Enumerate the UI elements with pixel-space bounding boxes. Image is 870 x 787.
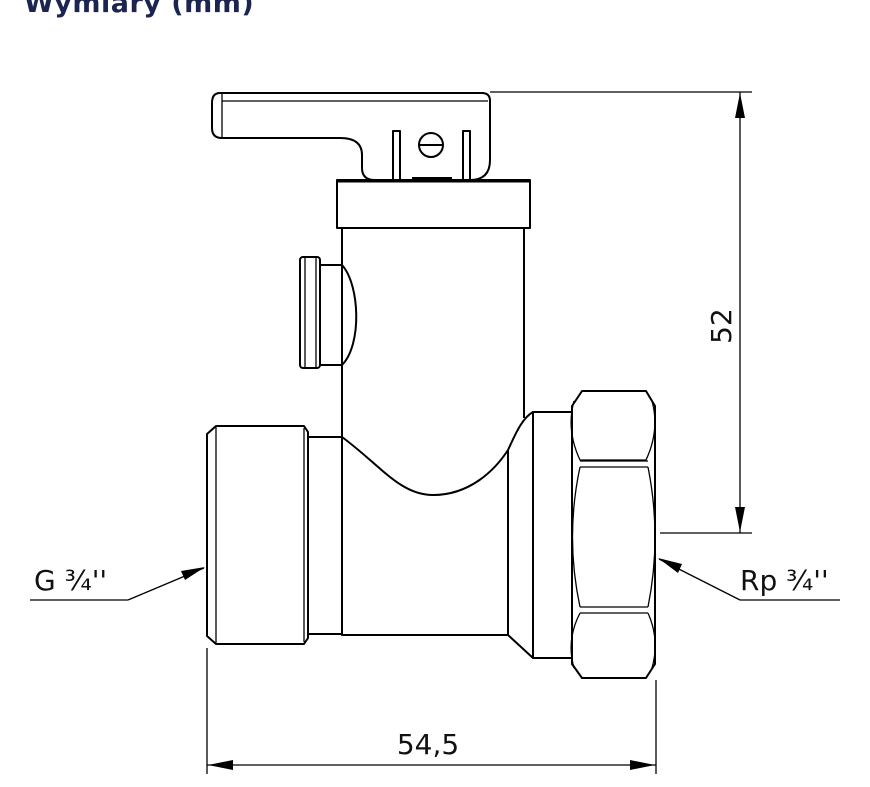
valve-cap [336,179,531,229]
outlet-thread-label: Rp ¾'' [740,564,829,597]
inlet-thread-callout: G ¾'' [30,564,205,601]
height-dimension: 52 [490,91,752,534]
valve-handle [211,92,491,181]
arrow-down-icon [735,507,745,532]
arrow-right-icon [630,760,655,770]
width-dimension-label: 54,5 [397,728,459,761]
leader-arrow-icon [658,558,682,573]
height-dimension-label: 52 [705,308,738,344]
valve-body [341,228,534,659]
inlet-fitting [206,425,342,645]
outlet-nut [532,390,656,679]
side-plug [299,256,358,369]
width-dimension: 54,5 [206,648,657,774]
arrow-up-icon [735,93,745,118]
inlet-thread-label: G ¾'' [34,564,107,597]
page-title: Wymiary (mm) [24,0,255,19]
outlet-thread-callout: Rp ¾'' [658,558,840,601]
arrow-left-icon [208,760,233,770]
leader-arrow-icon [181,567,205,580]
